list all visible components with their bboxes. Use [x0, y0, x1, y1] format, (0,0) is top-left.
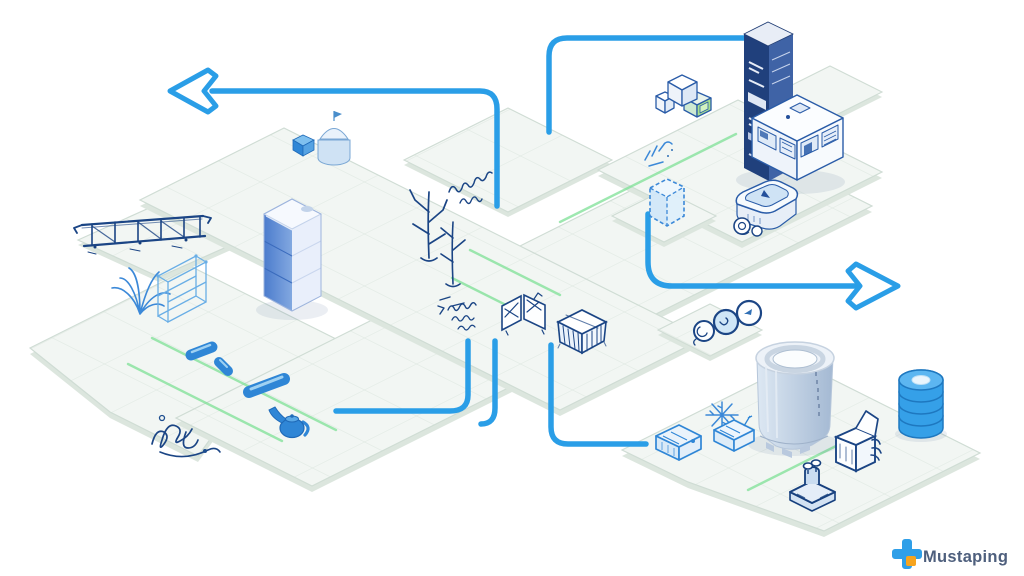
arrow-right-head-icon: [845, 261, 901, 311]
sketch-open-box-icon: [833, 410, 882, 473]
line-top-center: [546, 35, 747, 135]
arrow-left-head-icon: [167, 67, 219, 115]
brand-name: Mustaping: [923, 548, 1008, 566]
ice-cube-icon: [649, 178, 685, 227]
blue-capsules-icon: [185, 341, 290, 398]
stacked-cube-tower: [262, 198, 323, 312]
sketch-crate-icon: [555, 308, 609, 355]
tent-silo-icon: [317, 111, 351, 166]
cooling-tower: [755, 341, 835, 458]
line-bottom-left: [333, 338, 471, 414]
platform-patch-center: [402, 107, 614, 217]
flow-lines: [167, 35, 901, 447]
sketch-panels-icon: [501, 292, 546, 336]
blue-cube-icon: [292, 134, 315, 157]
sketch-bridge-truss-icon: [73, 214, 212, 255]
white-machine-icon: [733, 179, 799, 237]
line-bottom-right: [548, 342, 649, 447]
sketch-signature-icon: [151, 414, 221, 458]
line-bottom-hook: [478, 338, 498, 427]
stacked-cubes-icon: [655, 74, 712, 118]
sketch-scribble-center-icon: [447, 302, 477, 331]
blue-teapot-icon: [268, 406, 310, 439]
arrow-right: [645, 211, 901, 311]
sketch-scribble-word-icon: [448, 171, 493, 205]
brand-logo: Mustaping: [892, 539, 1008, 569]
sketch-scaffold-icon: [156, 254, 208, 324]
sketch-plant-icon: [111, 267, 171, 315]
brand-icon: [892, 539, 922, 569]
sketch-coins-icon: [693, 299, 763, 346]
white-module-building: [751, 94, 844, 181]
sketch-joystick-icon: [789, 459, 836, 512]
platform-lower-left: [28, 266, 356, 462]
arrow-left: [167, 67, 500, 209]
database-stack-icon: [898, 369, 944, 439]
sketch-marks-icon: [644, 141, 673, 167]
sketch-trees-icon: [409, 189, 466, 315]
sketch-snowflake-icon: [705, 401, 739, 429]
sketch-devices-icon: [655, 415, 755, 461]
